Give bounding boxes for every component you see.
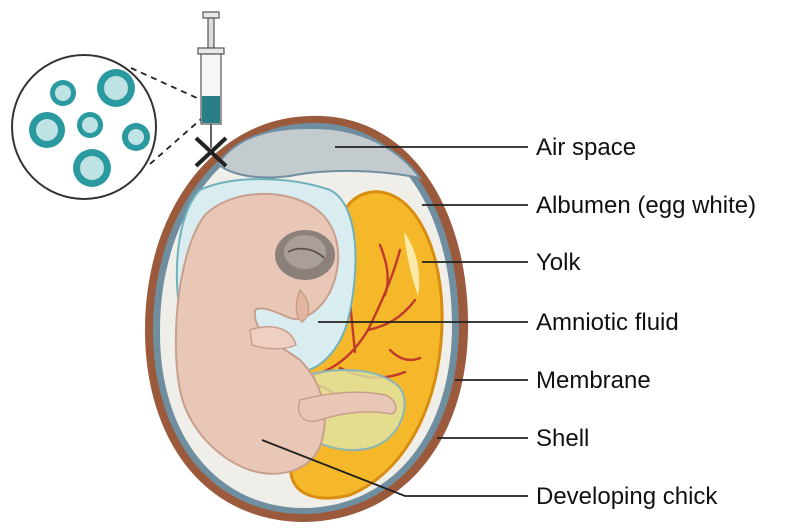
label-developing-chick: Developing chick bbox=[536, 485, 717, 509]
virus-particle-icon bbox=[29, 112, 65, 148]
virus-particle-icon bbox=[73, 149, 111, 187]
syringe-icon bbox=[196, 12, 226, 166]
virus-particle-icon bbox=[122, 123, 150, 151]
virus-particle-icon bbox=[97, 69, 135, 107]
virus-particle-icon bbox=[50, 80, 76, 106]
label-membrane: Membrane bbox=[536, 369, 651, 393]
label-amniotic-fluid: Amniotic fluid bbox=[536, 311, 679, 335]
label-air-space: Air space bbox=[536, 136, 636, 160]
egg bbox=[145, 116, 468, 522]
label-albumen: Albumen (egg white) bbox=[536, 194, 756, 218]
label-yolk: Yolk bbox=[536, 251, 580, 275]
magnified-virus-view bbox=[12, 55, 156, 199]
virus-particle-icon bbox=[77, 112, 103, 138]
label-shell: Shell bbox=[536, 427, 589, 451]
